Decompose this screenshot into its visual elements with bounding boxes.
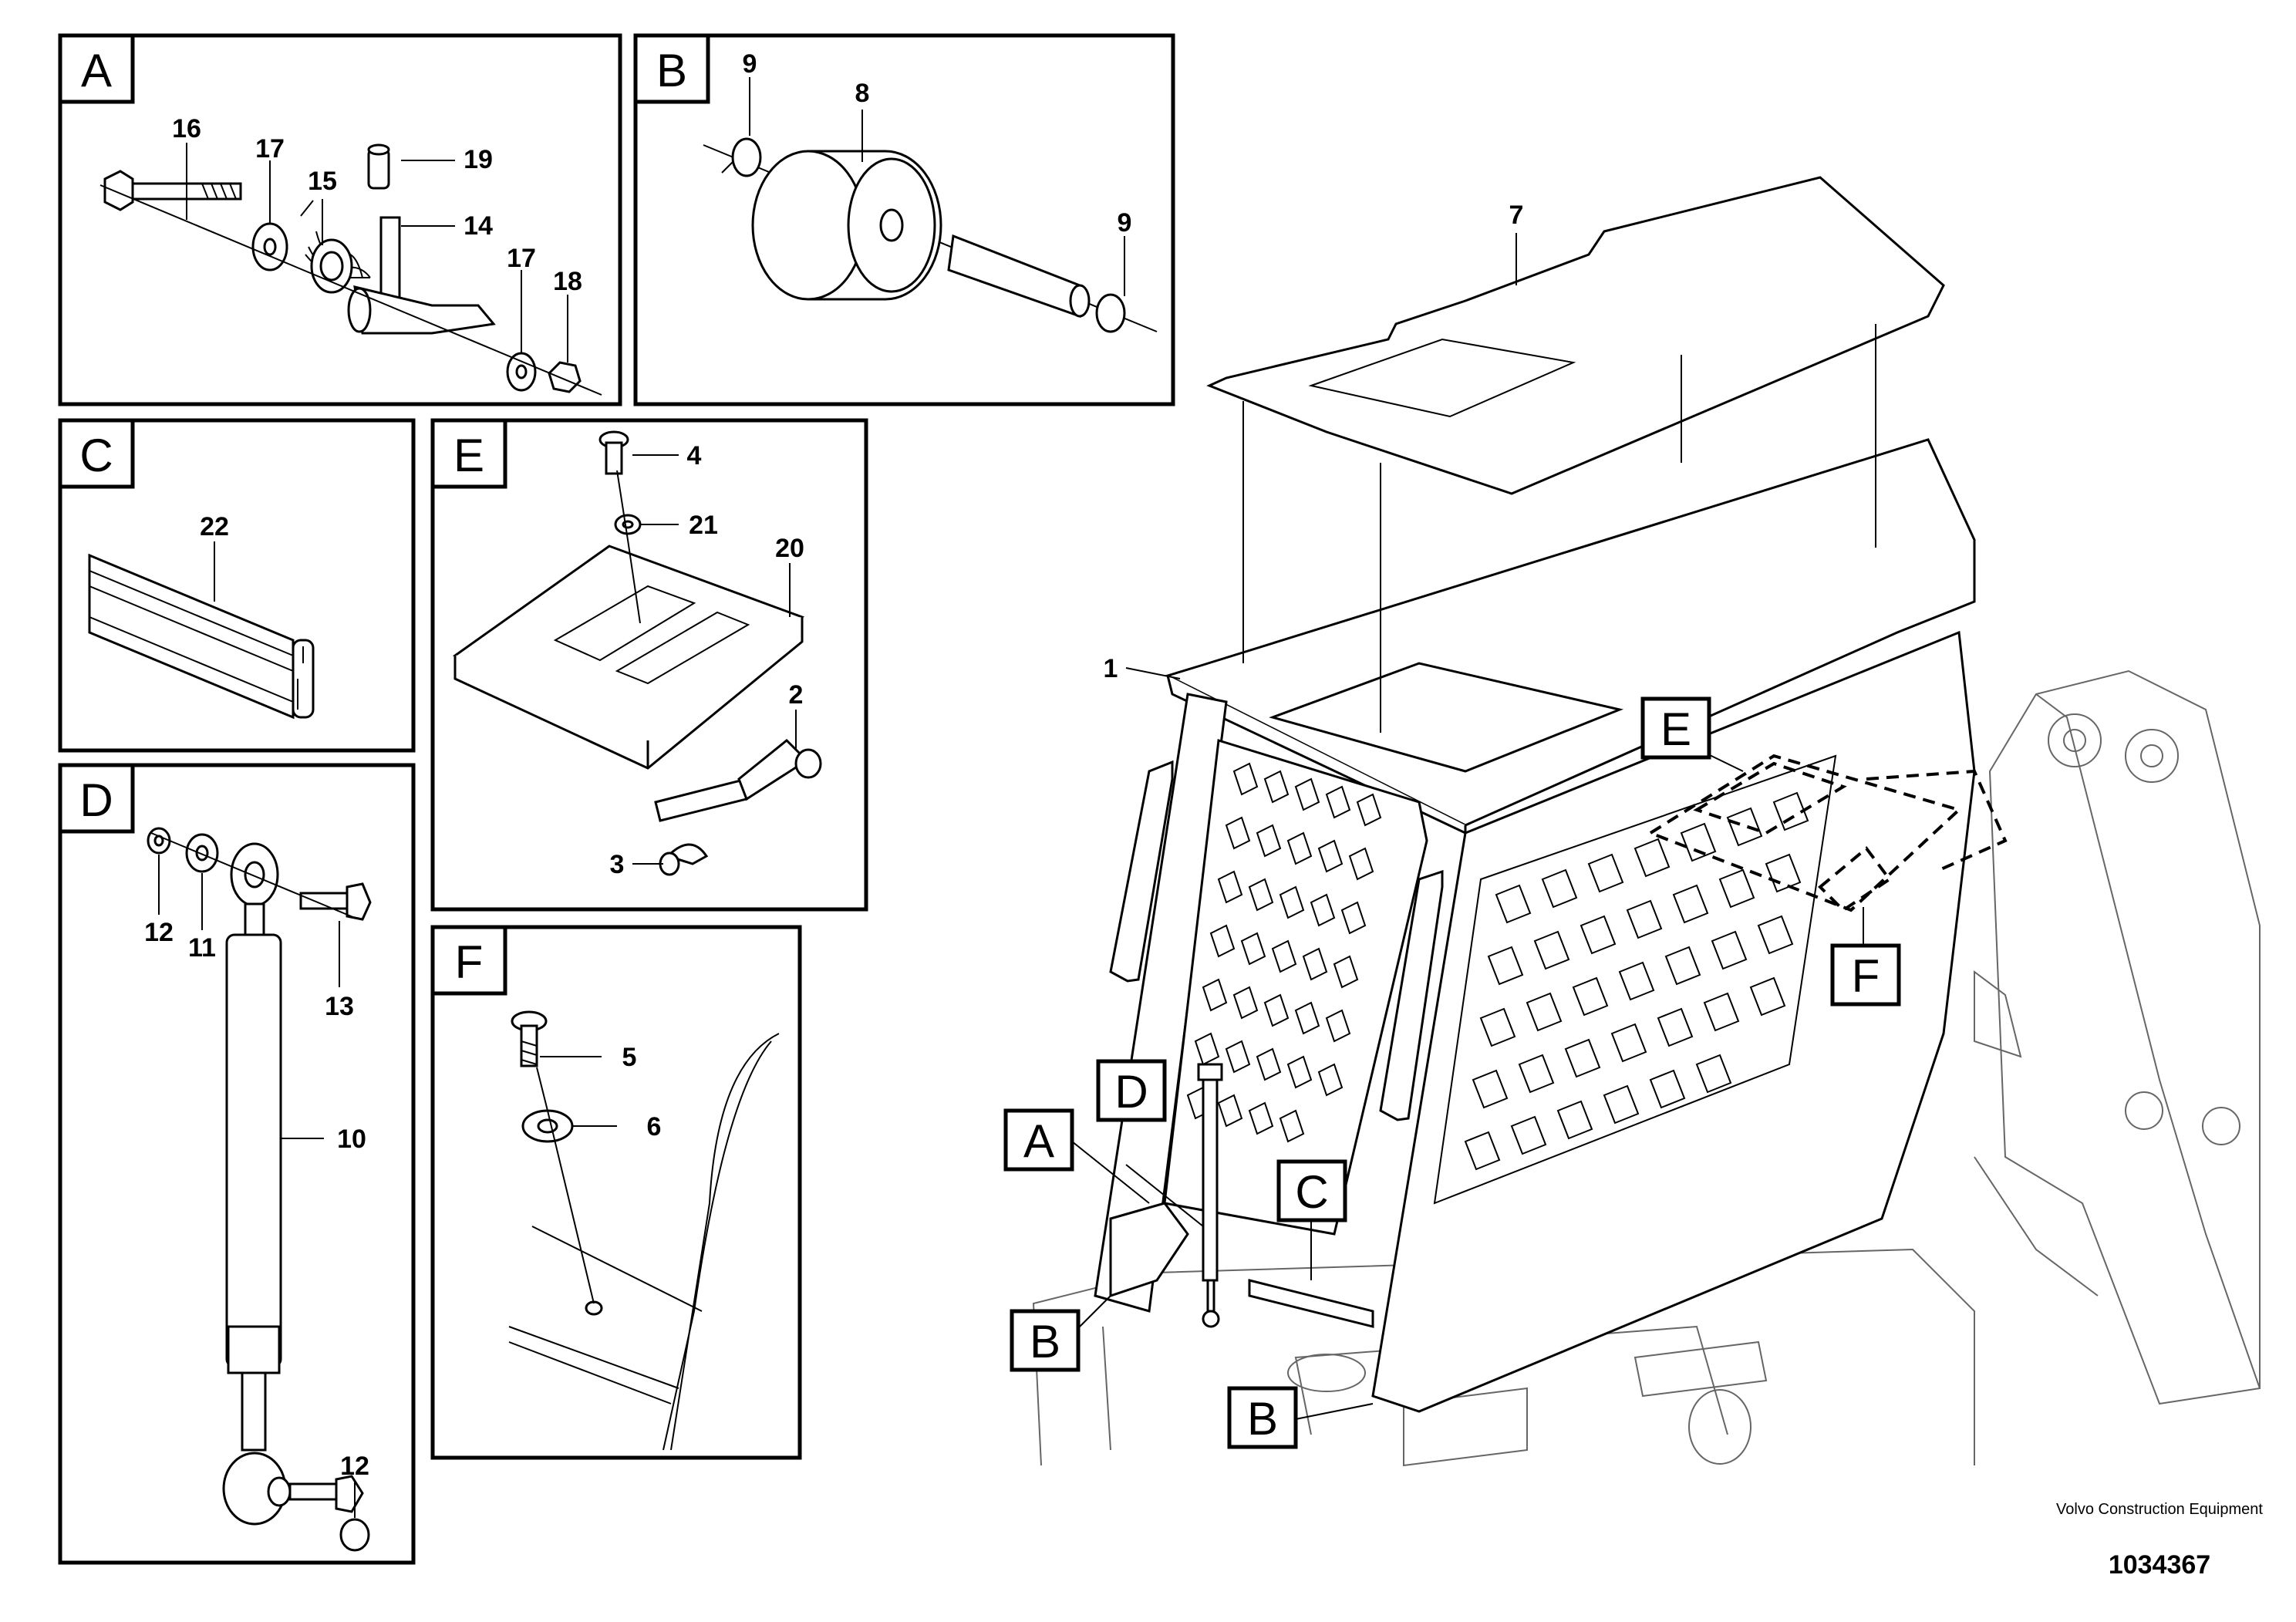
panel-c-letter: C	[79, 430, 113, 481]
side-outline	[1866, 769, 2008, 873]
bracket-part	[1109, 1202, 1189, 1298]
top-cover-part	[1206, 176, 1945, 733]
panel-b-letter: B	[656, 45, 687, 96]
callout-6: 6	[647, 1112, 662, 1141]
callout-20: 20	[775, 534, 804, 563]
lever-part	[347, 216, 496, 335]
pad-part	[452, 545, 805, 770]
svg-text:C: C	[1295, 1166, 1328, 1218]
panel-d: D	[58, 763, 416, 1565]
clip-part	[721, 137, 762, 177]
callout-15: 15	[308, 167, 337, 196]
callout-8: 8	[855, 79, 870, 108]
callout-11: 11	[188, 933, 216, 963]
nut-part	[548, 361, 582, 393]
callout-19: 19	[464, 145, 493, 174]
bolt-part	[299, 882, 372, 921]
main-assembly: E F D A C B B 7 1	[1003, 176, 2261, 1467]
panel-b: B 9 8 9	[633, 33, 1175, 406]
callout-3: 3	[610, 850, 625, 879]
callout-14: 14	[464, 211, 493, 241]
panel-e-letter: E	[453, 430, 484, 481]
roller-part	[751, 150, 942, 301]
panel-f-letter: F	[455, 936, 484, 988]
callout-16: 16	[172, 114, 201, 143]
tag-a: A	[1003, 1108, 1074, 1172]
callout-1: 1	[1104, 654, 1118, 683]
tag-c: C	[1276, 1159, 1347, 1222]
gas-spring-part	[1197, 1063, 1223, 1328]
shaft-part	[947, 234, 1091, 319]
callout-7: 7	[1509, 201, 1524, 230]
clip-outline	[1818, 846, 1892, 912]
callout-21: 21	[689, 511, 718, 540]
callout-9b: 9	[1118, 208, 1132, 238]
panel-d-letter: D	[79, 774, 113, 826]
svg-text:B: B	[1030, 1316, 1060, 1367]
edge-strip-part	[1248, 1279, 1374, 1328]
callout-13: 13	[325, 992, 354, 1021]
callout-17: 17	[255, 134, 285, 164]
spring-part	[300, 200, 371, 294]
drawing-number: 1034367	[2108, 1550, 2211, 1580]
callout-9: 9	[743, 49, 757, 79]
rod-end-part-2	[222, 1452, 370, 1552]
tag-f: F	[1830, 943, 1901, 1007]
rod-end-part	[230, 842, 279, 936]
callout-5: 5	[622, 1043, 637, 1072]
callout-10: 10	[337, 1125, 366, 1154]
svg-text:F: F	[1852, 950, 1880, 1002]
panel-e: E 4	[430, 418, 868, 912]
bolt-part	[511, 1010, 548, 1067]
callout-22: 22	[200, 512, 229, 541]
pin-part	[367, 143, 390, 190]
callout-18: 18	[553, 267, 582, 296]
clip-part	[659, 843, 709, 876]
tag-d: D	[1096, 1059, 1167, 1122]
screw-part	[598, 430, 629, 475]
svg-text:D: D	[1114, 1066, 1148, 1118]
handle-part	[654, 738, 822, 822]
tag-b-2: B	[1227, 1386, 1298, 1449]
tag-b: B	[1010, 1309, 1081, 1372]
washer-part	[251, 222, 288, 271]
gas-spring-part	[225, 933, 282, 1452]
callout-17b: 17	[507, 244, 536, 273]
svg-text:A: A	[1023, 1115, 1054, 1167]
svg-text:E: E	[1660, 703, 1691, 755]
hole-marker	[585, 1300, 603, 1316]
panel-f: F 5 6	[430, 925, 802, 1460]
callout-12: 12	[144, 918, 174, 947]
cab-body	[1094, 438, 1976, 1413]
tag-e: E	[1640, 696, 1711, 760]
panel-a: A	[58, 33, 622, 406]
panel-c: C 22	[58, 418, 416, 753]
pad-outline-inner	[1693, 761, 1847, 835]
clip-part-2	[1095, 293, 1126, 333]
callout-12b: 12	[340, 1452, 369, 1481]
callout-2: 2	[789, 680, 804, 710]
panel-a-letter: A	[81, 45, 112, 96]
edge-strip-part	[88, 553, 315, 720]
callout-4: 4	[687, 441, 702, 470]
brand-label: Volvo Construction Equipment	[2056, 1501, 2263, 1518]
svg-text:B: B	[1247, 1393, 1278, 1445]
